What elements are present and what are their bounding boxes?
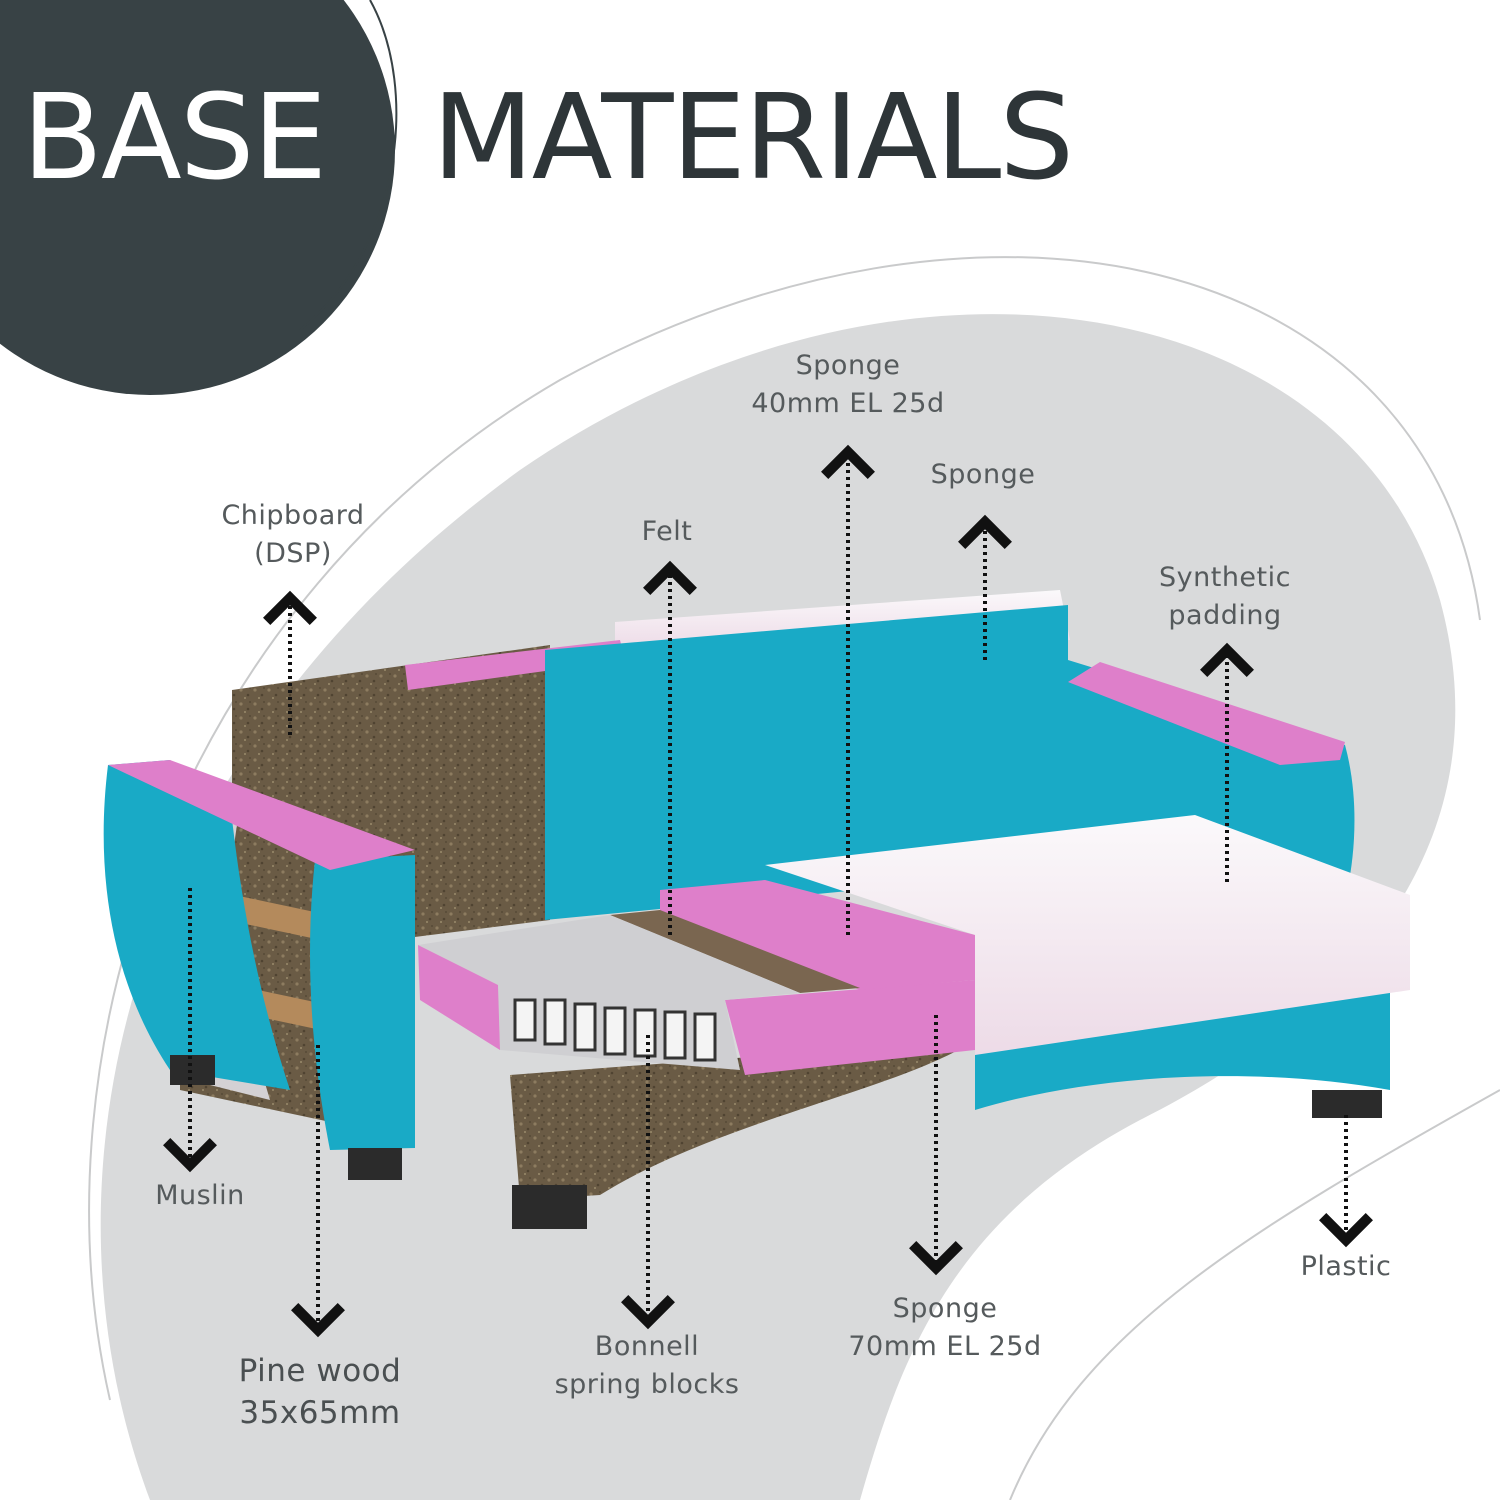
background-outline xyxy=(1009,1089,1500,1501)
label-line: Muslin xyxy=(155,1180,245,1211)
label-synthetic: Synthetic padding xyxy=(1065,559,1385,635)
label-line: Plastic xyxy=(1300,1251,1392,1282)
label-line: Sponge xyxy=(892,1293,998,1324)
label-sponge-top: Sponge 40mm EL 25d xyxy=(688,347,1008,423)
seat-chipboard xyxy=(510,1040,975,1200)
leg xyxy=(348,1148,402,1180)
leg xyxy=(1312,1090,1382,1118)
spring-pink-sides xyxy=(418,945,500,1050)
label-line: 35x65mm xyxy=(239,1395,401,1431)
label-line: 70mm EL 25d xyxy=(848,1331,1042,1362)
left-arm-sponge xyxy=(103,760,290,1090)
felt-layer xyxy=(610,910,860,993)
spring-blocks xyxy=(513,998,717,1062)
label-line: (DSP) xyxy=(254,538,332,569)
title-word-base: BASE xyxy=(22,68,327,206)
seat-front-sponge xyxy=(975,990,1390,1110)
left-arm-top xyxy=(108,760,415,870)
seat-sponge-top xyxy=(660,880,975,990)
label-line: Chipboard xyxy=(221,500,365,531)
label-pine: Pine wood 35x65mm xyxy=(160,1350,480,1434)
label-bonnell: Bonnell spring blocks xyxy=(487,1328,807,1404)
title-badge xyxy=(0,0,395,395)
label-line: Synthetic xyxy=(1159,562,1291,593)
label-line: Sponge xyxy=(930,459,1036,490)
left-arm-sponge-front xyxy=(310,855,415,1150)
label-line: spring blocks xyxy=(554,1369,740,1400)
label-line: padding xyxy=(1168,600,1282,631)
label-sponge-back: Sponge xyxy=(823,456,1143,494)
label-line: Bonnell xyxy=(594,1331,700,1362)
leg xyxy=(170,1055,215,1085)
label-sponge-seat: Sponge 70mm EL 25d xyxy=(785,1290,1105,1366)
seat-sponge-front xyxy=(725,980,975,1075)
label-chipboard: Chipboard (DSP) xyxy=(133,497,453,573)
label-line: 40mm EL 25d xyxy=(751,388,945,419)
right-arm-top xyxy=(1068,662,1345,765)
label-plastic: Plastic xyxy=(1186,1248,1500,1286)
label-line: Sponge xyxy=(795,350,901,381)
label-felt: Felt xyxy=(507,513,827,551)
leg xyxy=(512,1185,587,1229)
leader-arrows xyxy=(163,444,1373,1338)
title-word-materials: MATERIALS xyxy=(432,68,1074,206)
seat-padding xyxy=(765,815,1410,1055)
label-muslin: Muslin xyxy=(40,1177,360,1215)
label-line: Felt xyxy=(641,516,693,547)
back-sponge xyxy=(545,605,1068,920)
label-line: Pine wood xyxy=(238,1353,402,1389)
background-outline xyxy=(88,256,1481,1401)
title-badge-ring xyxy=(299,0,398,331)
